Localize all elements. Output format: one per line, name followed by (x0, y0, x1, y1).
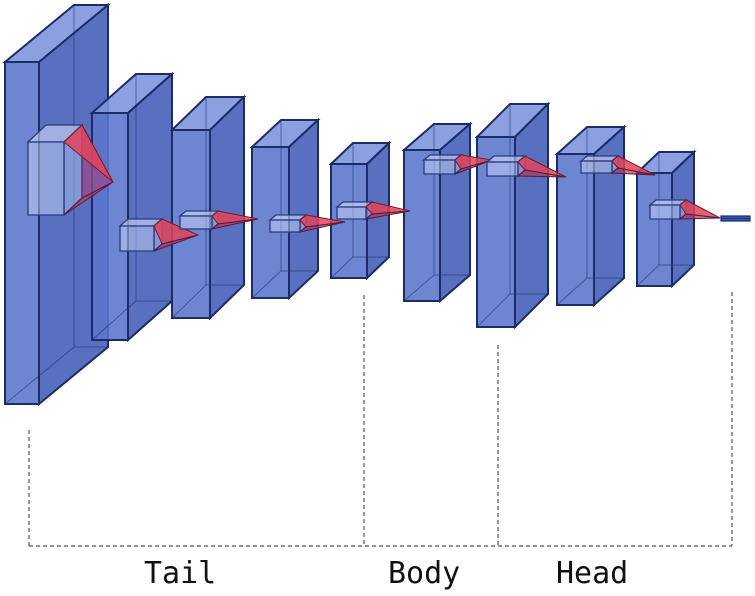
layer-block-8 (554, 124, 627, 308)
section-brackets (28, 292, 733, 547)
kernel-projection-7 (485, 154, 567, 178)
layer-block-2 (89, 71, 175, 343)
kernel-projection-4 (268, 213, 346, 234)
kernel-projection-8 (579, 154, 656, 176)
kernel-projection-1 (26, 123, 114, 217)
section-label-head: Head (556, 556, 629, 591)
kernel-projection-9 (648, 198, 721, 221)
layer-block-7 (474, 101, 551, 330)
section-label-tail: Tail (144, 556, 217, 591)
layer-block-6 (401, 121, 473, 304)
layer-block-3 (169, 94, 247, 321)
kernel-projection-2 (118, 217, 200, 253)
kernel-projection-6 (422, 153, 493, 176)
kernel-projection-3 (178, 209, 259, 231)
section-label-body: Body (388, 556, 461, 591)
layer-block-4 (249, 117, 321, 301)
output-vector (720, 215, 751, 222)
kernel-projection-5 (335, 200, 411, 221)
layer-block-5 (328, 140, 392, 281)
